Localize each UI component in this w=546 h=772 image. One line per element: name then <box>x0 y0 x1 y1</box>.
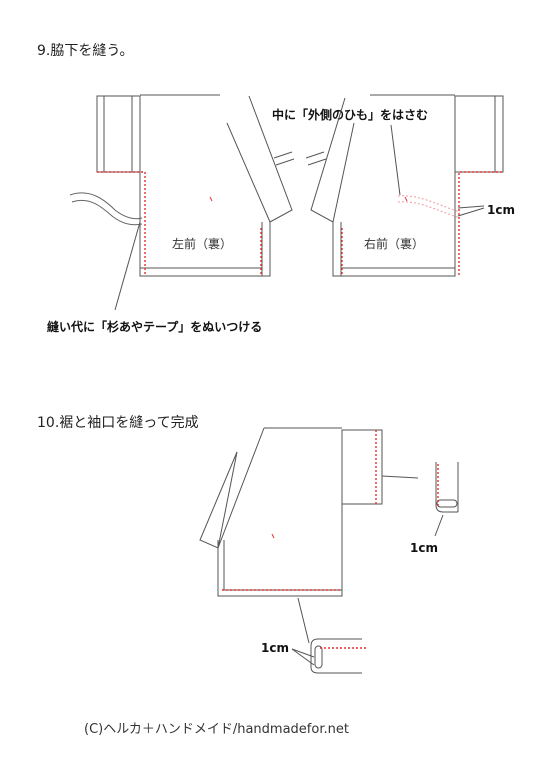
label-left-front: 左前（裏） <box>172 237 233 251</box>
dim-1cm-side: 1cm <box>487 203 515 217</box>
dim-1cm-sleeve: 1cm <box>410 541 438 555</box>
left-front-panel <box>96 94 295 277</box>
note-tape: 縫い代に「杉あやテープ」をぬいつける <box>47 320 263 334</box>
finished-body <box>199 427 383 597</box>
step9-title: 9.脇下を縫う。 <box>37 43 134 59</box>
stitch-lines <box>97 171 502 649</box>
sleeve-cuff-detail <box>381 462 459 537</box>
hem-detail <box>291 597 362 674</box>
tie-dashed <box>397 195 461 219</box>
step10-title: 10.裾と袖口を縫って完成 <box>37 415 199 431</box>
dim-1cm-hem: 1cm <box>261 641 289 655</box>
small-marks <box>209 196 408 539</box>
label-right-front: 右前（裏） <box>364 237 425 251</box>
footer-credit: (C)ヘルカ＋ハンドメイド/handmadefor.net <box>84 722 349 737</box>
right-front-panel <box>305 94 504 277</box>
note-outer-tie: 中に「外側のひも」をはさむ <box>272 108 429 122</box>
